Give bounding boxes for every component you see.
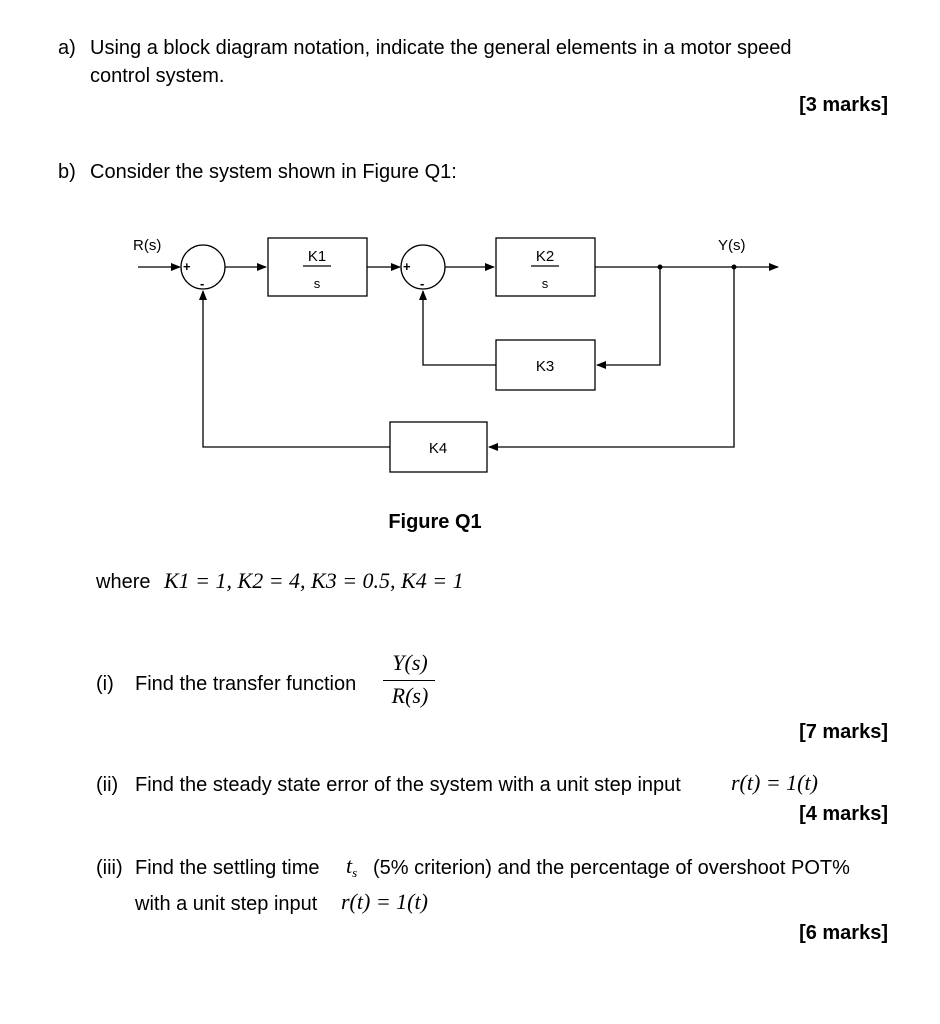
block-k2 — [495, 237, 596, 297]
where-equation: K1 = 1, K2 = 4, K3 = 0.5, K4 = 1 — [164, 568, 464, 593]
output-label: Y(s) — [718, 237, 746, 254]
k2-numerator: K2 — [536, 248, 554, 265]
figure-caption: Figure Q1 — [388, 511, 481, 533]
q-ii-text: Find the steady state error of the syste… — [135, 774, 681, 796]
sum1-plus: + — [183, 259, 191, 274]
k4-label: K4 — [429, 440, 447, 457]
part-a-label: a) — [58, 37, 76, 59]
q-iii-line2: with a unit step input — [135, 893, 318, 915]
transfer-function-bar — [383, 680, 435, 681]
part-a-marks: [3 marks] — [799, 94, 888, 116]
q-ii-label: (ii) — [96, 774, 119, 796]
q-iii-text-post: (5% criterion) and the percentage of ove… — [373, 857, 850, 879]
q-iii-ts: ts — [346, 853, 358, 880]
sum2-plus: + — [403, 259, 411, 274]
q-ii-marks: [4 marks] — [799, 803, 888, 825]
k1-denominator: s — [314, 276, 321, 291]
sum1-minus: - — [200, 276, 204, 291]
transfer-function-denominator: R(s) — [391, 683, 429, 708]
q-i-label: (i) — [96, 673, 114, 695]
k4-feedback-in — [488, 267, 735, 451]
block-k1 — [267, 237, 368, 297]
q-i-text: Find the transfer function — [135, 673, 357, 695]
where-prefix: where — [96, 571, 151, 593]
block-k3 — [495, 339, 596, 391]
input-label: R(s) — [133, 237, 161, 254]
block-k4 — [389, 421, 488, 473]
k3-feedback-out — [419, 290, 496, 366]
part-a-text-line1: Using a block diagram notation, indicate… — [90, 37, 792, 59]
branch-point-2 — [731, 264, 737, 270]
sum2-minus: - — [420, 276, 424, 291]
q-iii-text-pre: Find the settling time — [135, 857, 320, 879]
k1-numerator: K1 — [308, 248, 326, 265]
q-iii-label: (iii) — [96, 857, 123, 879]
block-diagram: R(s) Y(s) + - + - K1 s K2 s K3 K4 Figure… — [133, 237, 779, 533]
q-i-marks: [7 marks] — [799, 721, 888, 743]
part-a-text-line2: control system. — [90, 65, 225, 87]
part-b-label: b) — [58, 161, 76, 183]
branch-point-1 — [657, 264, 663, 270]
q-iii-math: r(t) = 1(t) — [341, 889, 428, 914]
q-ii-math: r(t) = 1(t) — [731, 770, 818, 795]
part-b-intro: Consider the system shown in Figure Q1: — [90, 161, 457, 183]
q-iii-marks: [6 marks] — [799, 922, 888, 944]
k3-feedback-in — [596, 267, 661, 369]
k2-denominator: s — [542, 276, 549, 291]
k3-label: K3 — [536, 358, 554, 375]
transfer-function-numerator: Y(s) — [392, 650, 428, 675]
k4-feedback-out — [199, 290, 390, 448]
